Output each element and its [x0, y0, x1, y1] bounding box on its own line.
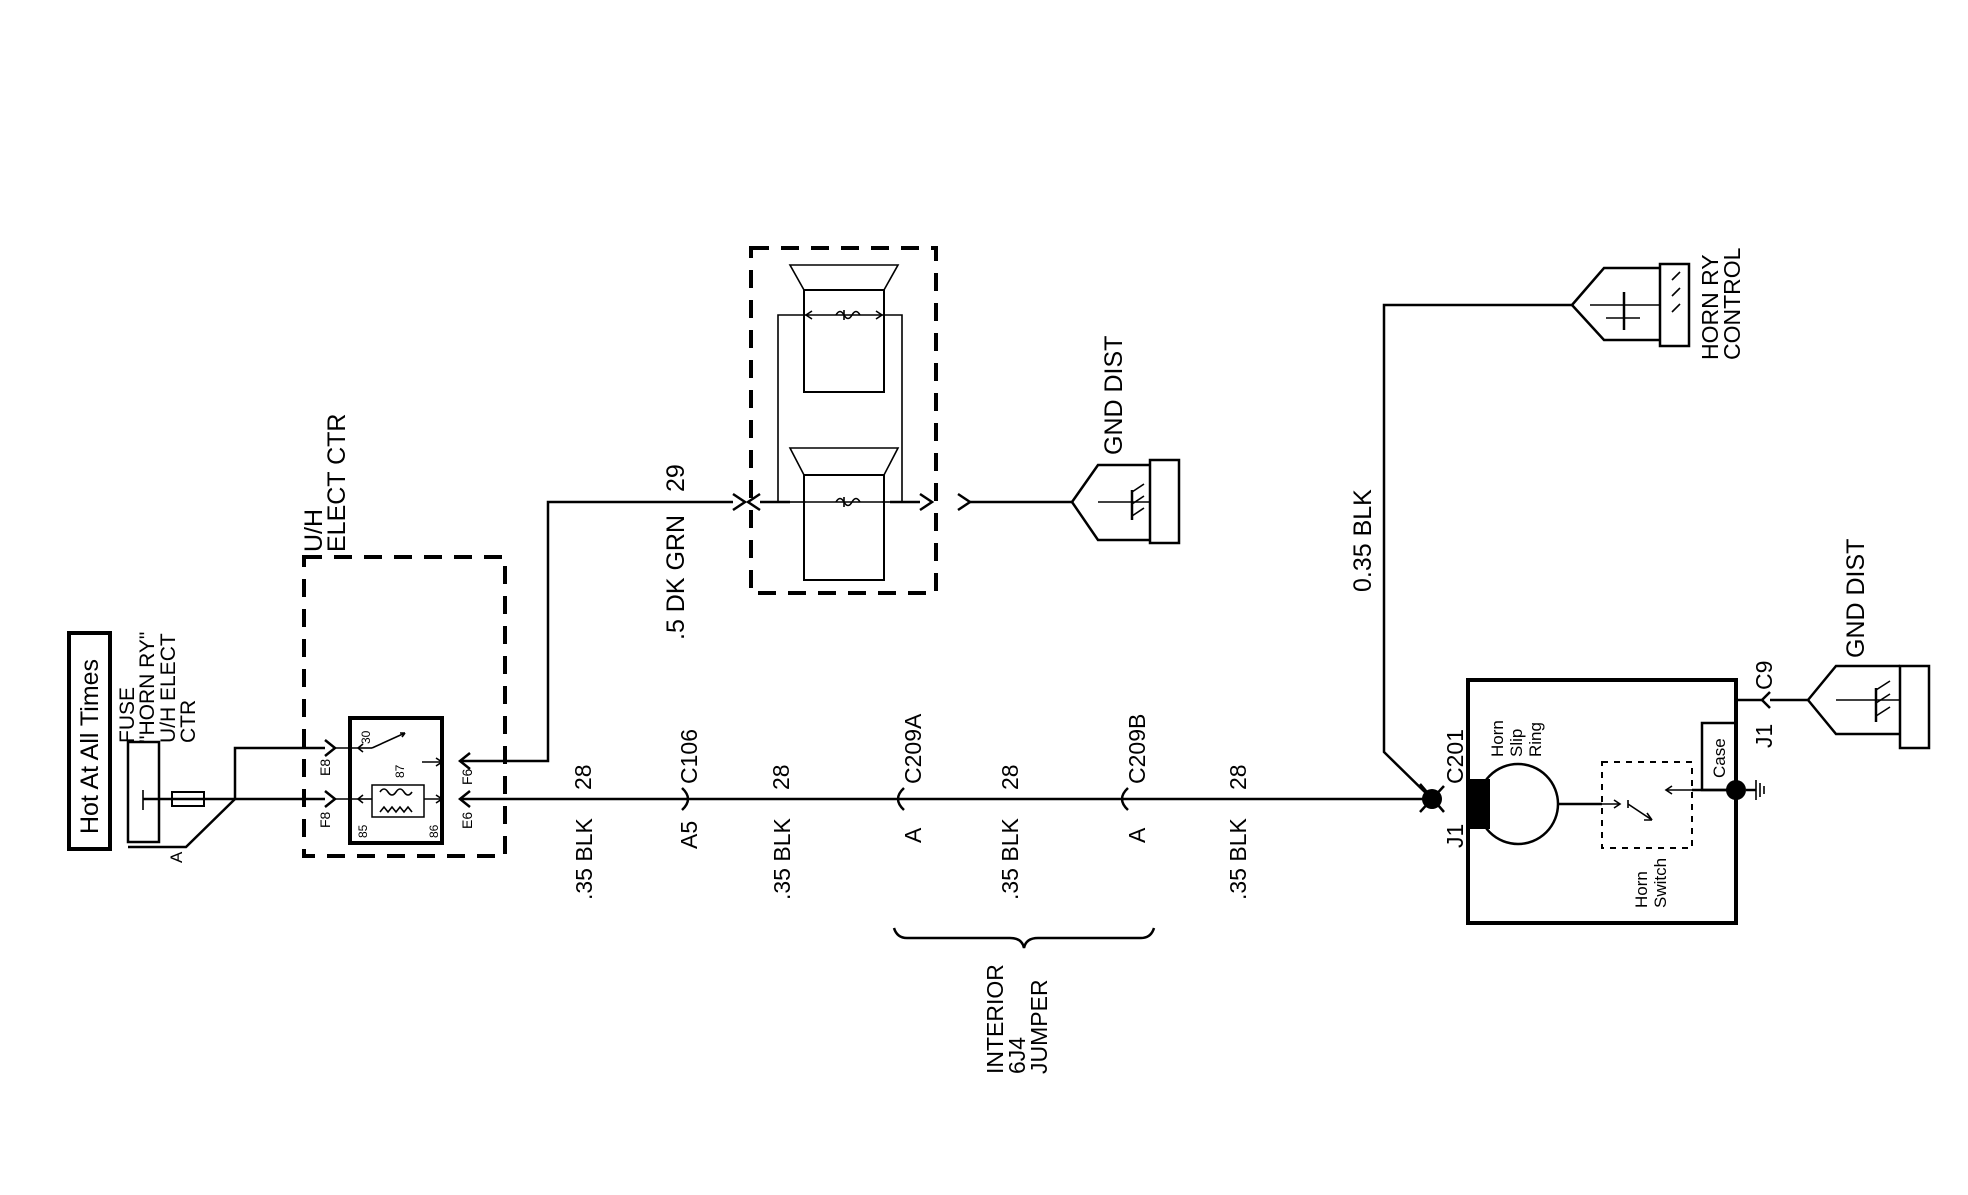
upper-horn-icon [788, 264, 900, 393]
elec-center-label-1: U/H [300, 509, 328, 552]
elec-center-outline [302, 555, 507, 858]
switch-ground: GND DIST [1770, 539, 1931, 750]
relay-term-87: 87 [393, 764, 407, 778]
horn-ground: GND DIST [970, 336, 1181, 545]
fuse-icon [142, 790, 235, 810]
horn-relay-control: 0.35 BLK HORN RY CONTROL [1349, 247, 1745, 813]
relay-term-86: 86 [427, 824, 441, 838]
pin-e6-label: E6 [459, 812, 475, 829]
horn-ry-control-module [1658, 262, 1691, 348]
jumper-label-3: JUMPER [1026, 979, 1052, 1074]
seg1-circuit: 28 [570, 764, 596, 790]
seg2-wire: .35 BLK [769, 818, 795, 900]
underhood-electrical-center: U/H ELECT CTR E8 F8 30 87 85 86 [300, 414, 507, 858]
c209a-pin: A [900, 827, 926, 843]
relay-term-30: 30 [359, 730, 373, 744]
seg4-wire: .35 BLK [1225, 818, 1251, 900]
horn-ry-control-wire: 0.35 BLK [1349, 489, 1377, 592]
pin-f8-label: F8 [317, 811, 333, 828]
fuse-pin-a: A [167, 851, 186, 863]
gnd-dist-label-2: GND DIST [1842, 539, 1870, 658]
pin-f6-label: F6 [459, 768, 475, 785]
fuse-block [126, 740, 161, 844]
slip-ring-label-2: Slip [1507, 729, 1526, 757]
slip-ring-label-1: Horn [1488, 720, 1507, 757]
case-ground-dot [1726, 780, 1746, 800]
seg1-wire: .35 BLK [571, 818, 597, 900]
c106-pin: A5 [676, 821, 702, 849]
horn-feed-circuit: 29 [662, 464, 690, 492]
relay-coil-icon [356, 784, 444, 818]
c201-pin: J1 [1442, 824, 1468, 848]
ground-icon [1130, 483, 1145, 520]
seg3-circuit: 28 [997, 764, 1023, 790]
relay-term-85: 85 [356, 824, 370, 838]
c209b-label: C209B [1124, 714, 1150, 784]
ground-icon-2 [1874, 680, 1891, 722]
horn-input-connector-icon [732, 492, 761, 512]
fuse-label-3: U/H ELECT [157, 633, 180, 743]
horn-ry-control-label-2: CONTROL [1719, 247, 1745, 360]
horn-ry-control-icon [1606, 271, 1681, 330]
horn-assembly-outline [749, 246, 938, 595]
seg2-circuit: 28 [768, 764, 794, 790]
seg3-wire: .35 BLK [997, 818, 1023, 900]
elec-center-label-2: ELECT CTR [323, 414, 351, 552]
control-circuit: 28 .35 BLK 28 .35 BLK 28 .35 BLK 28 .35 … [460, 713, 1468, 900]
case-label: Case [1710, 738, 1729, 778]
jumper-label-2: 6J4 [1004, 1037, 1030, 1074]
horn-switch-label-1: Horn [1632, 871, 1651, 908]
chassis-ground-icon [1746, 780, 1765, 800]
pin-f8-connector-icon [324, 790, 338, 808]
pin-e8-label: E8 [317, 759, 333, 776]
c106-connector-icon [681, 787, 690, 811]
slip-ring-label-3: Ring [1526, 722, 1545, 757]
horn-ry-control-label-1: HORN RY [1697, 254, 1723, 360]
hot-at-all-times-box [67, 631, 112, 851]
gnd-dist-label-1: GND DIST [1100, 336, 1128, 455]
seg4-circuit: 28 [1225, 764, 1251, 790]
c106-label: C106 [676, 729, 702, 784]
c9-label: C9 [1751, 661, 1777, 690]
gnd-dist-block-2 [1898, 664, 1931, 750]
horn-switch-outline [1601, 761, 1693, 849]
hot-at-all-times-label: Hot At All Times [76, 659, 104, 834]
horn-feed-wire-color: .5 DK GRN [662, 515, 690, 640]
gnd-dist-block-1 [1148, 458, 1181, 545]
c9-connector-icon [1760, 691, 1771, 709]
horn-feed-wire: .5 DK GRN 29 [460, 464, 733, 763]
c209b-connector-icon [1120, 787, 1129, 811]
lower-horn-icon [788, 447, 900, 581]
relay-switch-icon [357, 732, 444, 767]
horn-assembly [732, 246, 973, 595]
c201-label: C201 [1442, 729, 1468, 784]
power-source: Hot At All Times FUSE "HORN RY" U/H ELEC… [67, 631, 325, 863]
c201-connector-icon [1419, 783, 1445, 813]
jumper-label-1: INTERIOR [982, 964, 1008, 1074]
fuse-label-1: FUSE [116, 687, 139, 743]
horn-relay [348, 716, 444, 845]
c209a-connector-icon [896, 787, 905, 811]
interior-jumper: INTERIOR 6J4 JUMPER [892, 927, 1156, 1074]
c9-pin: J1 [1751, 724, 1777, 748]
c209b-pin: A [1124, 827, 1150, 843]
pin-e8-connector-icon [324, 739, 338, 757]
fuse-label-2: "HORN RY" [136, 632, 159, 743]
horn-switch-icon [1602, 785, 1692, 821]
c209a-label: C209A [900, 713, 926, 784]
steering-wheel-assembly: Horn Slip Ring Horn Switch Case C9 [1466, 661, 1777, 925]
horn-output-connector-icon [919, 492, 973, 512]
horn-switch-label-2: Switch [1651, 858, 1670, 908]
jumper-brace [892, 927, 1156, 949]
fuse-label-4: CTR [177, 700, 200, 743]
